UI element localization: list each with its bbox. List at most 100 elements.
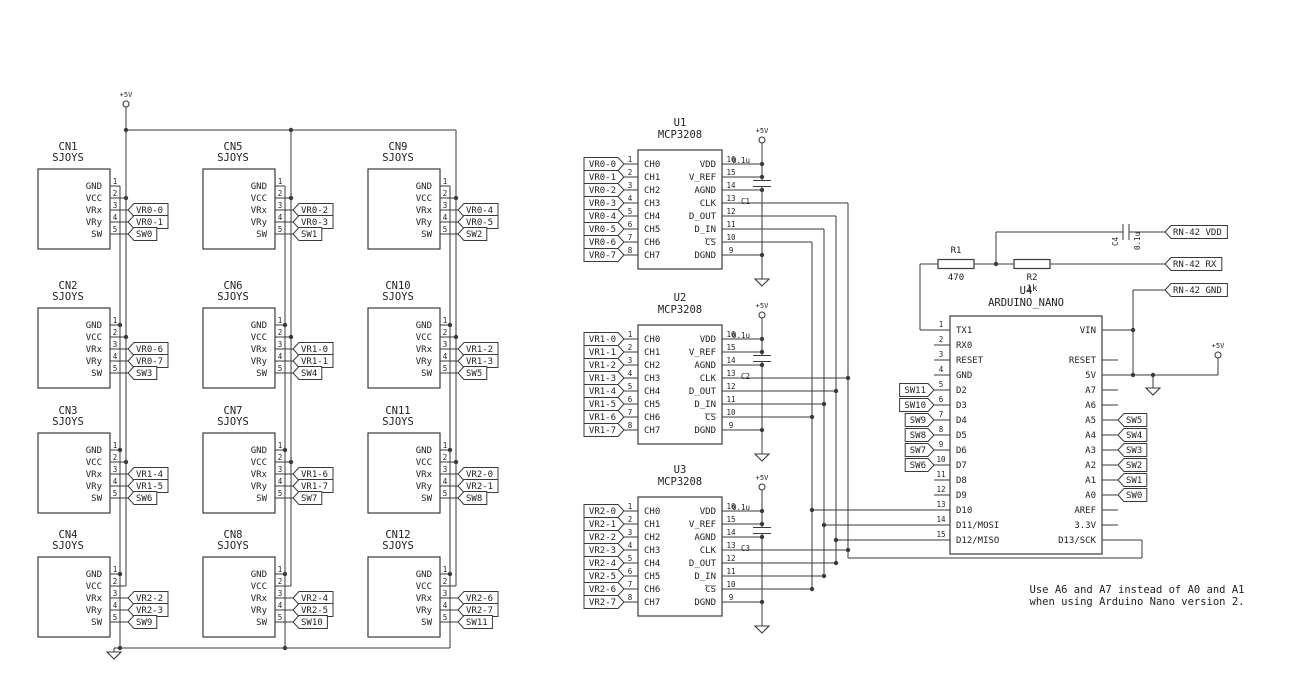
connector-body-CN6 <box>202 307 276 389</box>
junction-dot <box>453 459 459 465</box>
junction-dot <box>282 645 288 651</box>
connector-body-CN11 <box>367 432 441 514</box>
net-flag <box>1117 428 1148 442</box>
pin-name: VDD <box>700 335 716 345</box>
pin-name: A0 <box>1085 491 1096 501</box>
pin-name: D_IN <box>694 400 716 410</box>
pin-number: 3 <box>628 181 633 190</box>
pin-number: 10 <box>726 408 736 417</box>
net-flag <box>457 491 488 505</box>
pin-number: 5 <box>443 613 448 622</box>
net-flag <box>292 215 334 229</box>
pin-number: 9 <box>729 593 734 602</box>
component-value: MCP3208 <box>658 304 702 316</box>
net-flag-label: VR2-4 <box>589 559 616 569</box>
junction-dot <box>117 322 123 328</box>
pin-name: V_REF <box>689 520 716 530</box>
pin-number: 1 <box>278 565 283 574</box>
pin-name: D13/SCK <box>1058 536 1097 546</box>
capacitor-ref: C2 <box>741 372 750 381</box>
net-flag-label: SW3 <box>136 369 152 379</box>
net-flag <box>127 603 169 617</box>
pin-number: 1 <box>113 316 118 325</box>
pin-number: 4 <box>939 365 944 374</box>
pin-number: 14 <box>726 528 736 537</box>
capacitor-value: 0.1u <box>732 503 750 512</box>
pin-name: CH5 <box>644 225 660 235</box>
pin-number: 1 <box>443 565 448 574</box>
net-flag <box>127 203 169 217</box>
pin-number: 9 <box>939 440 944 449</box>
net-flag-label: VR2-1 <box>589 520 616 530</box>
pin-number: 5 <box>113 364 118 373</box>
gnd-symbol <box>753 278 771 287</box>
net-flag <box>292 227 323 241</box>
pin-name: GND <box>86 446 102 456</box>
pin-name: CH3 <box>644 374 660 384</box>
net-flag-label: VR0-2 <box>589 186 616 196</box>
pin-number: 4 <box>113 477 118 486</box>
pin-name: CLK <box>700 199 717 209</box>
pin-number: 13 <box>726 194 735 203</box>
net-flag <box>1117 473 1148 487</box>
net-flag <box>899 383 935 397</box>
net-flag <box>904 428 935 442</box>
pin-number: 4 <box>443 213 448 222</box>
pin-name: SW <box>91 230 102 240</box>
pin-number: 3 <box>278 465 283 474</box>
pin-number: 13 <box>726 541 735 550</box>
pin-number: 12 <box>726 382 735 391</box>
pin-number: 1 <box>443 316 448 325</box>
junction-dot <box>282 322 288 328</box>
pin-name: VRx <box>251 594 268 604</box>
net-flag-label: VR1-6 <box>589 413 616 423</box>
pin-name: CH0 <box>644 335 660 345</box>
pin-number: 1 <box>628 502 633 511</box>
pin-number: 10 <box>936 455 946 464</box>
net-flag <box>583 569 625 583</box>
pin-number: 6 <box>628 567 633 576</box>
net-flag <box>904 413 935 427</box>
pin-name: VIN <box>1080 326 1096 336</box>
net-flag <box>457 203 499 217</box>
junction-dot <box>288 195 294 201</box>
connector-body-CN9 <box>367 168 441 250</box>
note-line1: Use A6 and A7 instead of A0 and A1 <box>1030 584 1245 596</box>
pin-name: VCC <box>416 194 432 204</box>
pin-name: VCC <box>416 582 432 592</box>
connector-body-CN12 <box>367 556 441 638</box>
pin-number: 3 <box>628 528 633 537</box>
pin-number: 9 <box>729 246 734 255</box>
pin-number: 14 <box>726 356 736 365</box>
net-flag <box>583 543 625 557</box>
net-flag-label: VR0-4 <box>466 206 493 216</box>
pin-number: 3 <box>443 340 448 349</box>
junction-dot <box>123 195 129 201</box>
pin-name: VCC <box>251 582 267 592</box>
net-flag-label: SW11 <box>466 618 488 628</box>
net-flag-label: VR2-1 <box>466 482 493 492</box>
capacitor-ref: C3 <box>741 544 750 553</box>
net-flag-label: VR1-3 <box>589 374 616 384</box>
pin-name: VRy <box>416 357 433 367</box>
pin-name: CH4 <box>644 559 660 569</box>
pin-name: CS <box>705 238 716 248</box>
junction-dot <box>123 127 129 133</box>
pin-name: D4 <box>956 416 967 426</box>
net-flag <box>583 183 625 197</box>
pin-number: 13 <box>936 500 945 509</box>
net-flag <box>457 366 488 380</box>
pin-number: 4 <box>628 194 633 203</box>
pin-name: SW <box>91 369 102 379</box>
net-flag <box>583 235 625 249</box>
net-flag <box>457 615 493 629</box>
pin-name: TX1 <box>956 326 972 336</box>
pin-name: VRy <box>86 218 103 228</box>
gnd-symbol <box>1144 387 1162 396</box>
component-value: SJOYS <box>382 416 414 428</box>
pin-name: CLK <box>700 546 717 556</box>
pin-number: 2 <box>628 515 633 524</box>
net-flag-label: VR2-5 <box>301 606 328 616</box>
pin-name: D_OUT <box>689 559 717 569</box>
